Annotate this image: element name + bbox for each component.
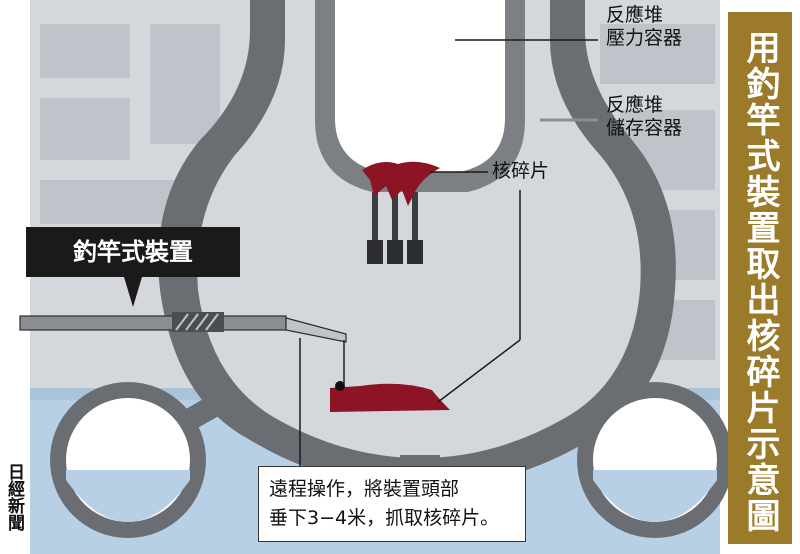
label-pressure-vessel: 反應堆 壓力容器 [606,4,682,50]
note-line-2: 垂下3−4米，抓取核碎片。 [269,507,500,529]
label-pressure-vessel-line2: 壓力容器 [606,27,683,49]
source-credit: 日經新聞 [4,463,24,531]
leader-lines [299,39,598,466]
device-banner: 釣竿式裝置 [26,227,240,277]
suppression-chamber-right [577,382,733,538]
note-line-1: 遠程操作，將裝置頭部 [269,478,460,500]
label-pressure-vessel-line1: 反應堆 [606,4,664,26]
label-debris: 核碎片 [492,160,550,182]
diagram-title: 用釣竿式裝置取出核碎片示意圖 [740,30,780,534]
debris-in-pressure-vessel [362,161,440,206]
title-panel: 用釣竿式裝置取出核碎片示意圖 [728,12,792,544]
device-banner-pointer [124,277,142,307]
suppression-chamber-left [50,382,206,538]
device-label: 釣竿式裝置 [73,238,193,266]
debris-at-containment-bottom [330,381,450,412]
fishing-rod-device [19,312,347,384]
pressure-vessel [315,0,525,264]
note-box: 遠程操作，將裝置頭部 垂下3−4米，抓取核碎片。 [258,466,526,542]
label-containment-vessel-line1: 反應堆 [606,94,664,116]
label-containment-vessel: 反應堆 儲存容器 [606,94,682,140]
label-containment-vessel-line2: 儲存容器 [606,117,683,139]
